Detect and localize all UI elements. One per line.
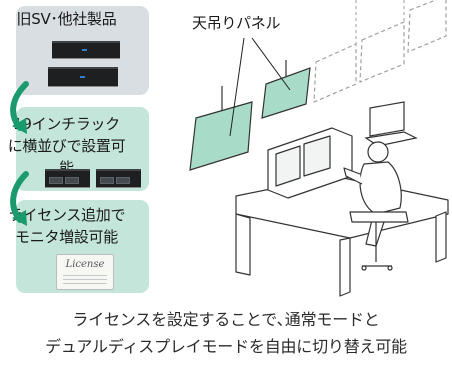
- rack-device-right: [96, 169, 141, 187]
- console: [267, 127, 353, 199]
- rack-device-left: [45, 169, 90, 187]
- dashed-panels: [313, 0, 447, 103]
- legacy-server-title: 旧SV･他社製品: [16, 10, 117, 28]
- workstation-illustration: [10, 0, 449, 297]
- ceiling-panel-label: 天吊りパネル: [192, 14, 281, 32]
- operator: [343, 141, 409, 271]
- license-card-lines: [63, 275, 107, 285]
- rack-mount-title: 19インチラックに横並びで設置可能: [7, 115, 126, 177]
- caption-line-1: ライセンスを設定することで､通常モードと: [72, 310, 380, 329]
- license-card: License: [56, 254, 114, 290]
- caption-line-2: デュアルディスプレイモードを自由に切り替え可能: [45, 337, 407, 356]
- ceiling-panel-left: [189, 101, 253, 171]
- flow-arrowhead-icon: [12, 118, 27, 134]
- ceiling-panel-right: [261, 67, 311, 119]
- legacy-device-top: [52, 41, 120, 58]
- license-card-label: License: [65, 259, 105, 270]
- license-title: ライセンス追加でモニタ増設可能: [7, 206, 126, 246]
- legacy-device-bottom: [48, 67, 118, 86]
- desk: [235, 175, 449, 297]
- laptop: [364, 101, 418, 147]
- flow-arrowhead-icon-2: [12, 210, 27, 226]
